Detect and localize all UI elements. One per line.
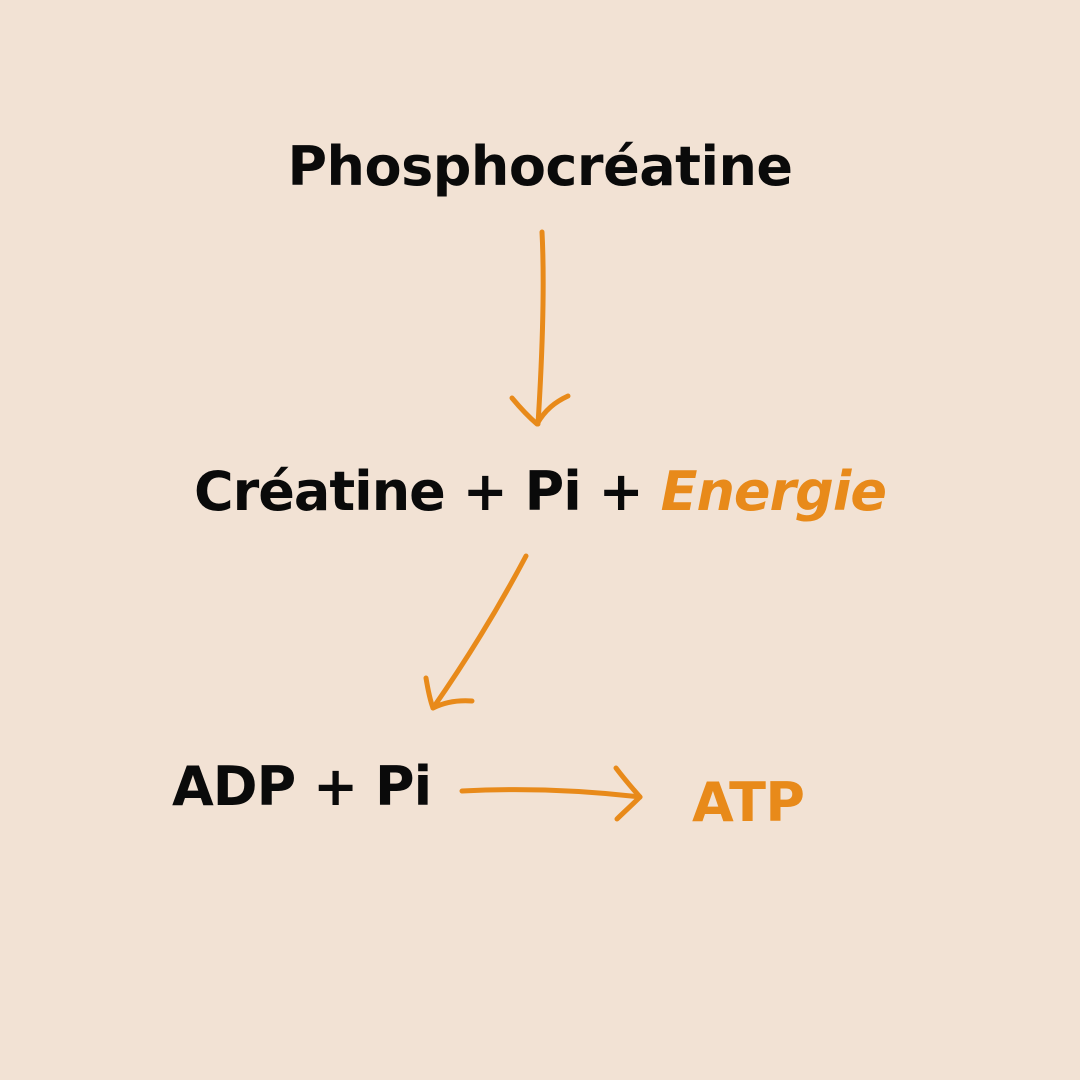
arrow-phosphocreatine-to-creatine bbox=[509, 229, 571, 427]
arrow-creatine-to-adp bbox=[423, 553, 529, 711]
plus-sign-1: + bbox=[444, 460, 525, 523]
arrow-1-shaft bbox=[535, 229, 546, 427]
arrow-1-head bbox=[509, 393, 571, 427]
arrow-adp-to-atp bbox=[459, 765, 643, 822]
adp-pi-label: ADP + Pi bbox=[172, 755, 432, 818]
atp-label: ATP bbox=[692, 771, 805, 834]
energie-label: Energie bbox=[660, 460, 887, 523]
arrow-2-head bbox=[423, 675, 475, 711]
creatine-label: Créatine bbox=[194, 460, 446, 523]
creatine-products-line: Créatine + Pi + Energie bbox=[194, 465, 887, 519]
plus-sign-2: + bbox=[580, 460, 661, 523]
phosphocreatine-label: Phosphocréatine bbox=[287, 135, 793, 198]
arrow-3-head bbox=[613, 765, 643, 822]
arrow-2-shaft bbox=[430, 553, 529, 711]
arrow-3-shaft bbox=[459, 787, 643, 800]
pi-label-1: Pi bbox=[524, 460, 582, 523]
